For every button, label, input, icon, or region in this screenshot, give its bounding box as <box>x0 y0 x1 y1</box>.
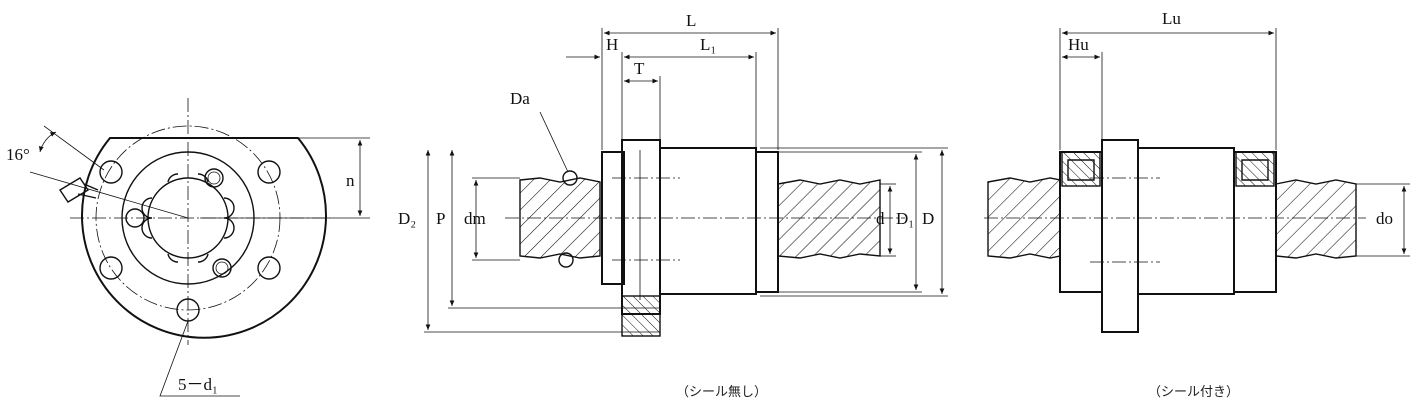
seal-length-label: Lu <box>1162 9 1181 28</box>
pitch-circle-label: P <box>436 209 445 228</box>
angle-label: 16° <box>6 145 30 164</box>
flange-thickness-label: T <box>634 59 645 78</box>
caption-with-seal: （シール付き） <box>1148 385 1239 400</box>
height-label: n <box>346 171 355 190</box>
shaft-label: d <box>876 209 885 228</box>
seal-flange-label: Hu <box>1068 35 1089 54</box>
ball-label: Da <box>510 89 530 108</box>
front-view: 16° n 5－d₁ <box>6 98 370 397</box>
side-view-with-seal: Lu Hu do （シール付き） <box>984 9 1410 400</box>
body-length-label: L₁ <box>700 35 716 54</box>
length-label: L <box>686 11 696 30</box>
ball-center-label: dm <box>464 209 486 228</box>
seal-shaft-label: do <box>1376 209 1393 228</box>
grease-nipple <box>59 177 99 203</box>
flange-dia-label: D₂ <box>398 209 416 228</box>
outer-dia-label: D <box>922 209 934 228</box>
caption-no-seal: （シール無し） <box>676 385 767 400</box>
bore-lobes <box>141 173 235 263</box>
side-view-no-seal: L H L₁ T Da D₂ P dm d D₁ <box>398 11 948 400</box>
flange-label: H <box>606 35 618 54</box>
holes-label: 5－d₁ <box>178 375 218 394</box>
neck-dia-label: D₁ <box>896 209 914 228</box>
